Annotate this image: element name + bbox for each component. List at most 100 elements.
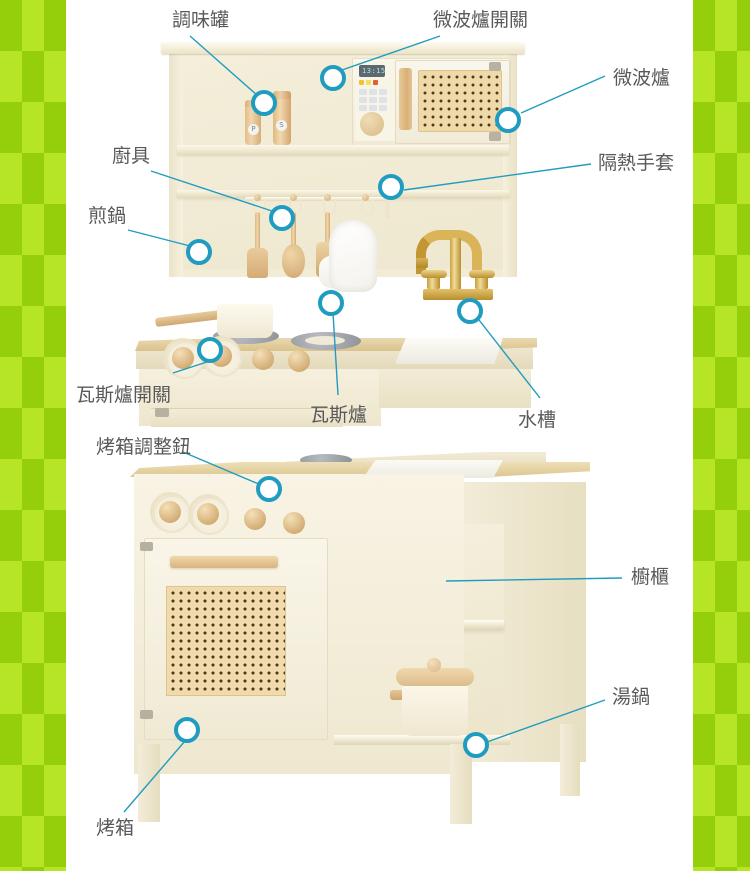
checker-cell: [715, 357, 737, 408]
faucet-valve-left-body: [427, 274, 440, 290]
checker-cell: [693, 408, 715, 459]
checker-cell: [693, 867, 715, 871]
stock-pot-lid-knob: [427, 658, 441, 672]
hutch-upper-shelf: [177, 145, 509, 154]
lower-sink-basin: [363, 460, 503, 478]
oven-rattan-window: [166, 586, 286, 696]
checker-cell: [737, 663, 750, 714]
stock-pot-lid: [396, 668, 474, 686]
callout-marker-stove-knobs: [197, 337, 223, 363]
callout-label-oven-dial: 烤箱調整鈕: [96, 436, 192, 458]
stove-knob-4[interactable]: [288, 350, 310, 372]
callout-label-microwave-switch: 微波爐開關: [433, 9, 529, 31]
utensil-rail: [245, 197, 390, 201]
checker-cell: [715, 867, 737, 871]
checker-cell: [44, 0, 66, 51]
checker-cell: [22, 510, 44, 561]
hutch-top-board: [161, 42, 525, 54]
checker-cell: [22, 0, 44, 51]
faucet-valve-right-handle: [469, 270, 495, 278]
checker-cell: [715, 0, 737, 51]
checker-cell: [693, 0, 715, 51]
checker-cell: [0, 663, 22, 714]
checker-cell: [715, 510, 737, 561]
callout-marker-oven-dial: [256, 476, 282, 502]
checker-cell: [22, 357, 44, 408]
checker-cell: [44, 510, 66, 561]
checker-cell: [22, 663, 44, 714]
checker-cell: [22, 459, 44, 510]
cabinet-leg-front-right: [450, 744, 472, 824]
callout-label-frying-pan: 煎鍋: [88, 205, 127, 227]
utensil-hook-ball-2: [290, 194, 297, 201]
sink-basin: [395, 338, 503, 364]
checker-cell: [737, 255, 750, 306]
checker-cell: [693, 102, 715, 153]
upper-unit-drawer[interactable]: [151, 408, 343, 427]
oven-door-handle[interactable]: [170, 556, 278, 568]
checker-cell: [44, 765, 66, 816]
callout-label-oven-mitt: 隔熱手套: [598, 152, 675, 174]
oven-knob-3[interactable]: [244, 508, 266, 530]
checker-cell: [44, 51, 66, 102]
stock-pot-handle: [390, 690, 404, 700]
checker-cell: [0, 867, 22, 871]
checker-cell: [0, 102, 22, 153]
checker-cell: [22, 306, 44, 357]
checker-cell: [44, 816, 66, 867]
wooden-fork-head: [247, 248, 268, 278]
stove-knob-1[interactable]: [172, 347, 194, 369]
checker-cell: [44, 663, 66, 714]
callout-marker-gas-stove: [318, 290, 344, 316]
mitt-hook: [361, 200, 374, 215]
checker-cell: [737, 561, 750, 612]
hutch-left-panel: [169, 52, 183, 277]
checker-cell: [715, 102, 737, 153]
callout-marker-frying-pan: [186, 239, 212, 265]
microwave-timer-knob: [360, 112, 384, 136]
checker-cell: [737, 459, 750, 510]
checker-cell: [737, 204, 750, 255]
checker-cell: [44, 255, 66, 306]
callout-marker-seasoning-jars: [251, 90, 277, 116]
checker-cell: [0, 765, 22, 816]
oven-knob-1[interactable]: [159, 501, 181, 523]
checker-cell: [0, 510, 22, 561]
callout-marker-sink: [457, 298, 483, 324]
checker-cell: [0, 204, 22, 255]
checker-cell: [693, 510, 715, 561]
checker-cell: [715, 408, 737, 459]
checker-cell: [44, 459, 66, 510]
salt-jar-label: S: [276, 120, 287, 131]
checker-cell: [715, 612, 737, 663]
checker-cell: [715, 561, 737, 612]
cabinet-leg-front-left: [138, 744, 160, 822]
faucet-base-plate: [423, 289, 493, 300]
checker-cell: [0, 153, 22, 204]
checker-cell: [715, 459, 737, 510]
callout-label-cookware: 廚具: [112, 145, 151, 167]
checker-cell: [44, 408, 66, 459]
checker-cell: [693, 765, 715, 816]
checker-cell: [22, 714, 44, 765]
stove-knob-3[interactable]: [252, 348, 274, 370]
checker-cell: [737, 867, 750, 871]
checker-cell: [693, 561, 715, 612]
checker-cell: [0, 714, 22, 765]
checker-cell: [737, 408, 750, 459]
checker-cell: [715, 765, 737, 816]
oven-knob-4[interactable]: [283, 512, 305, 534]
checker-cell: [693, 204, 715, 255]
checker-cell: [0, 816, 22, 867]
oven-knob-2[interactable]: [197, 503, 219, 525]
spoon-stem: [291, 212, 296, 252]
cupboard-bottom-board: [334, 735, 510, 745]
callout-label-oven: 烤箱: [96, 817, 135, 839]
checker-cell: [44, 204, 66, 255]
callout-marker-microwave: [495, 107, 521, 133]
microwave-hinge-top: [489, 62, 501, 71]
callout-label-stock-pot: 湯鍋: [612, 686, 651, 708]
checker-cell: [715, 204, 737, 255]
checker-cell: [737, 612, 750, 663]
